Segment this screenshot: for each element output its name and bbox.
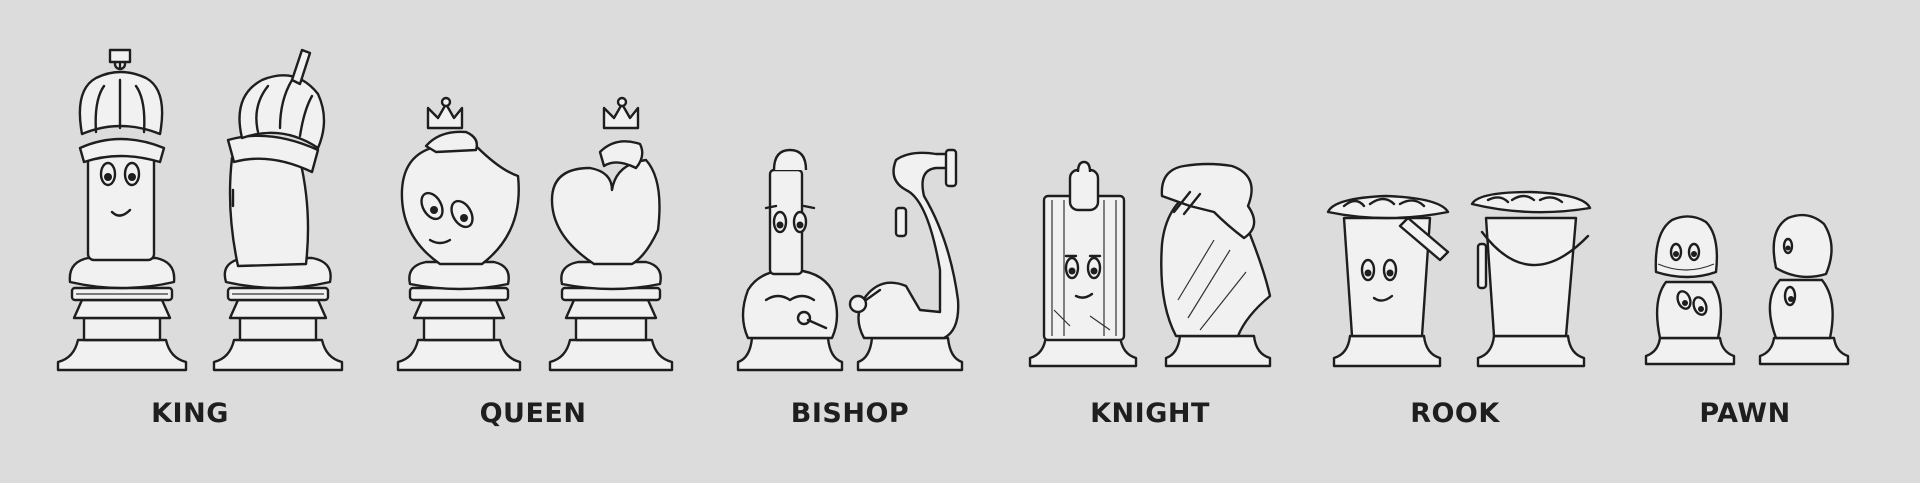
pawn-front-figure <box>1644 215 1736 366</box>
queen-back-figure <box>548 96 674 372</box>
bishop-front-figure <box>736 148 844 372</box>
bishop-side-figure <box>848 148 964 372</box>
piece-label-pawn: PAWN <box>1699 398 1791 429</box>
piece-label-king: KING <box>151 398 229 429</box>
king-side-figure <box>212 48 344 372</box>
piece-label-queen: QUEEN <box>479 398 587 429</box>
piece-label-bishop: BISHOP <box>790 398 910 429</box>
knight-side-figure <box>1160 162 1272 368</box>
queen-front-figure <box>396 96 522 372</box>
rook-side-figure <box>1470 190 1592 368</box>
piece-label-rook: ROOK <box>1410 398 1500 429</box>
knight-front-figure <box>1028 160 1138 368</box>
piece-label-knight: KNIGHT <box>1090 398 1210 429</box>
rook-front-figure <box>1326 194 1450 368</box>
pawn-side-figure <box>1758 213 1850 366</box>
king-front-figure <box>56 48 188 372</box>
